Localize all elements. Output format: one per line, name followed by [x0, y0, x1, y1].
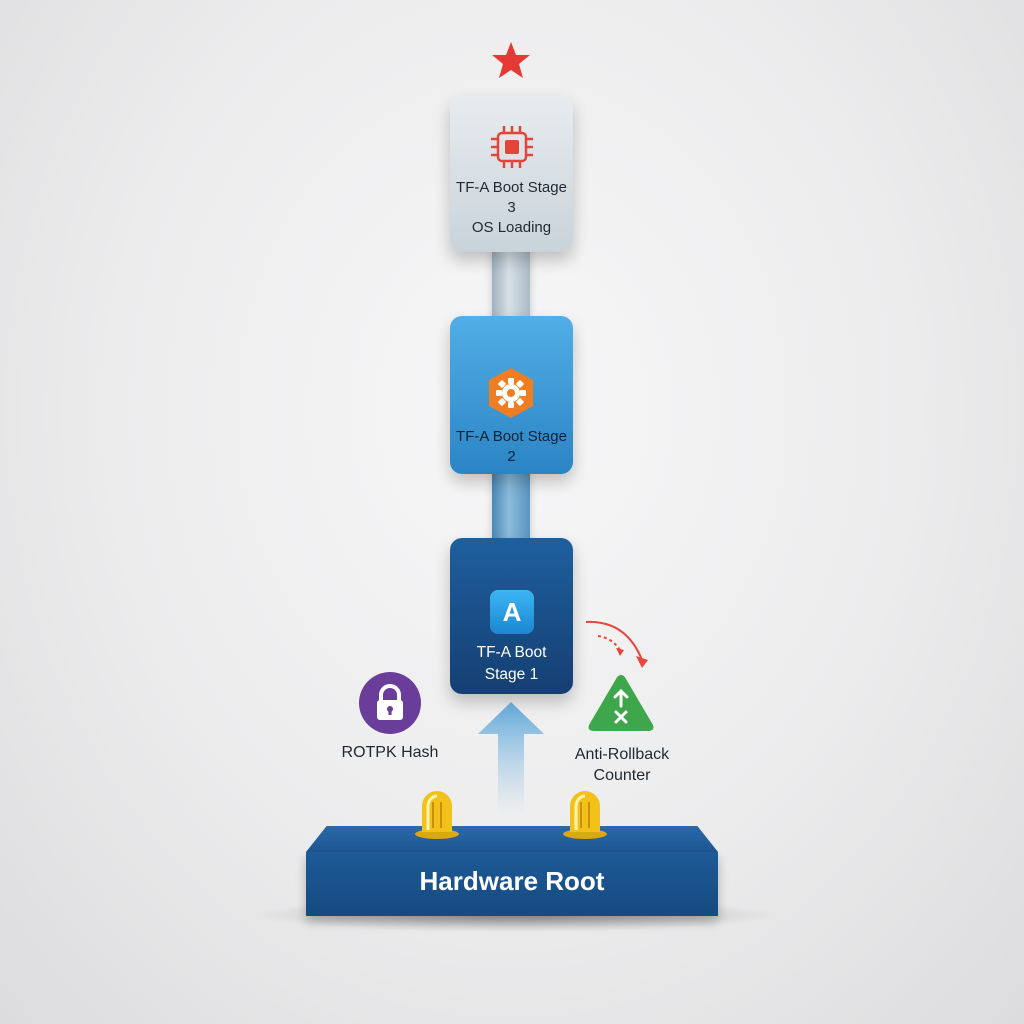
fuse-icon: [563, 791, 607, 839]
stage-3-box: TF-A Boot Stage 3 OS Loading: [450, 96, 573, 252]
gear-hex-icon: [489, 368, 533, 418]
curved-arrow-icon: [585, 620, 648, 668]
stage-3-label: TF-A Boot Stage 3 OS Loading: [456, 179, 567, 236]
fuse-icon: [415, 791, 459, 839]
warning-triangle-icon: [588, 675, 654, 731]
star-icon: [492, 42, 530, 78]
hardware-root-top: [306, 826, 718, 852]
hardware-root-block: Hardware Root: [306, 826, 718, 916]
hardware-root-front: Hardware Root: [306, 852, 718, 916]
stage-1-box: A TF-A Boot Stage 1: [450, 538, 573, 694]
chip-icon: [491, 126, 533, 168]
anti-rollback-counter-label: Anti-Rollback Counter: [574, 746, 670, 784]
hardware-root-label: Hardware Root: [419, 866, 605, 896]
stage-2-label: TF-A Boot Stage 2: [456, 428, 567, 465]
up-arrow-icon: [478, 702, 544, 814]
stage-1-label: TF-A Boot Stage 1: [476, 644, 547, 683]
rotpk-hash-label: ROTPK Hash: [341, 744, 439, 761]
lock-icon: [359, 672, 421, 734]
app-icon: A: [490, 590, 534, 634]
stage-2-box: TF-A Boot Stage 2: [450, 316, 573, 474]
